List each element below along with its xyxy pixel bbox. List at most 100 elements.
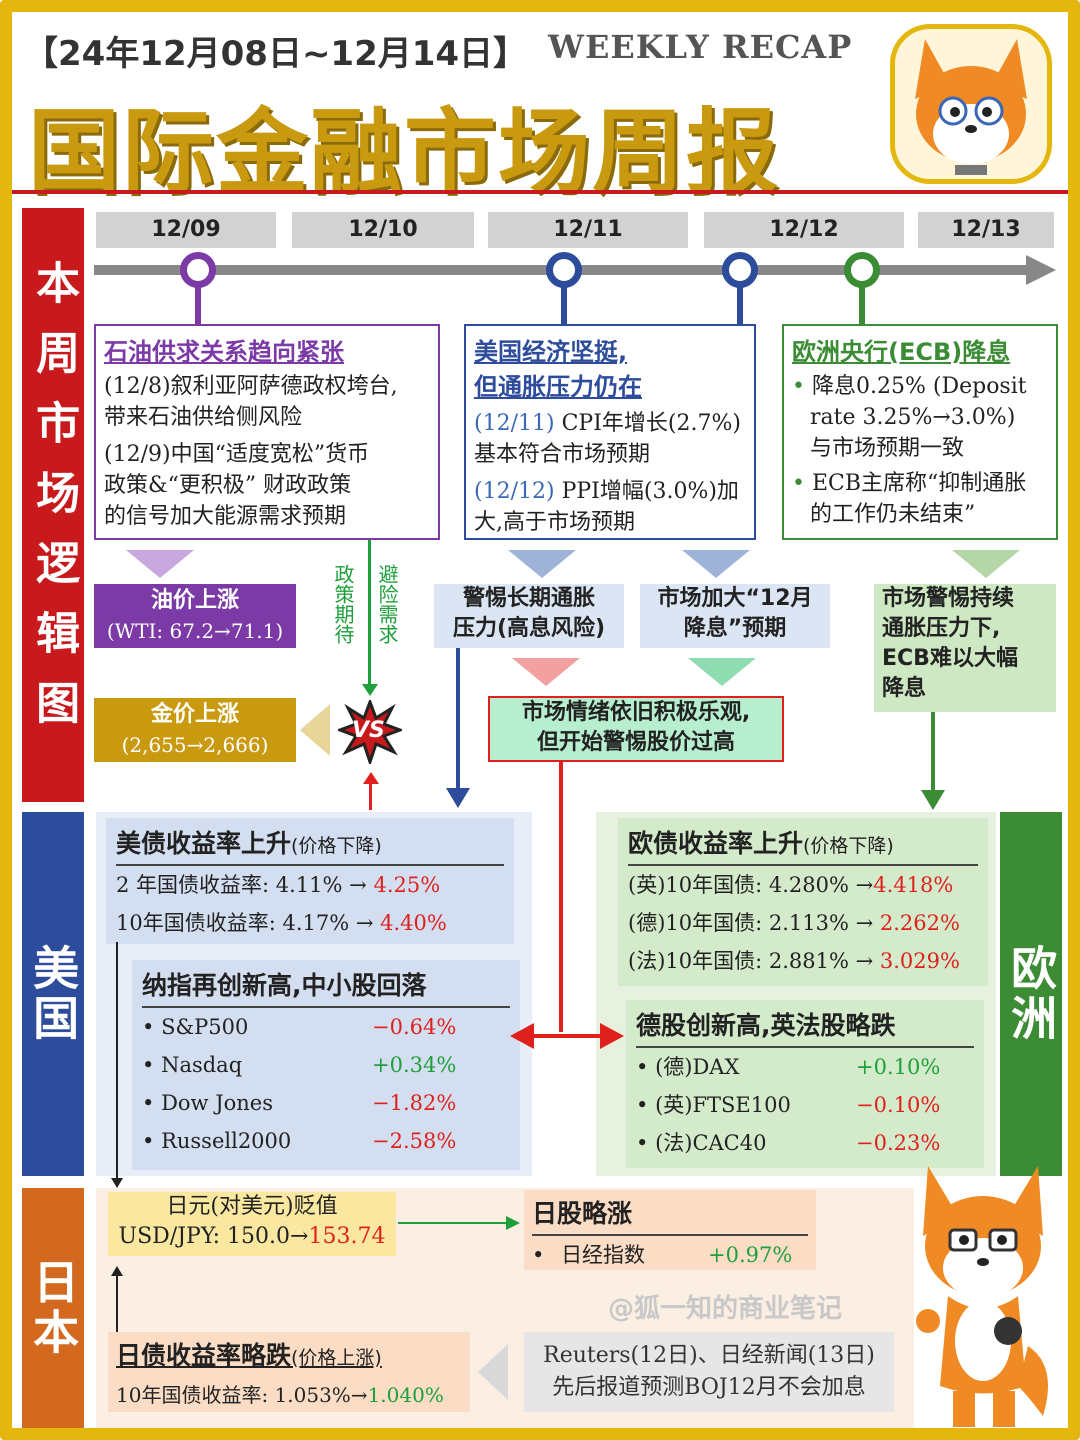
us-economy-title-2: 但通胀压力仍在: [474, 373, 642, 401]
market-mood-box: 市场情绪依旧积极乐观,但开始警惕股价过高: [488, 696, 784, 762]
side-label-logic: 本周市场逻辑图: [28, 260, 80, 750]
us-2y-label: 2 年国债收益率: 4.11% →: [116, 873, 374, 897]
inflation-warning: 警惕长期通胀压力(高息风险): [434, 584, 624, 648]
us-bond-row-10y: 10年国债收益率: 4.17% → 4.40%: [116, 904, 504, 942]
gold-price-value: (2,655→2,666): [121, 733, 269, 757]
rate-cut-expectation: 市场加大“12月降息”预期: [640, 584, 830, 648]
ecb-title: 欧洲央行(ECB)降息: [792, 338, 1011, 366]
us-stock-title: 纳指再创新高,中小股回落: [142, 966, 510, 1008]
red-line: [369, 782, 372, 810]
rate-cut-l1: 市场加大“12月: [657, 586, 813, 611]
oil-line-3: (12/9)中国“适度宽松”货币: [104, 442, 370, 467]
us-economy-title-1: 美国经济坚挺,: [474, 338, 628, 366]
jp-bond-subtitle: (价格上涨): [291, 1347, 382, 1369]
fox-icon: [915, 39, 1027, 175]
bullet-icon: •: [142, 1129, 162, 1153]
side-label-us: 美国: [26, 944, 81, 1044]
ecb-b1-l3: 与市场预期一致: [810, 436, 965, 461]
cac-value: −0.23%: [856, 1131, 941, 1155]
de-bond-row: (德)10年国债: 2.113% → 2.262%: [628, 904, 978, 942]
nasdaq-label: Nasdaq: [161, 1053, 243, 1077]
hedge-demand-label: 避险需求: [375, 564, 399, 644]
cac-label: (法)CAC40: [655, 1131, 767, 1155]
arrow-down-icon: [688, 658, 756, 686]
de-bond-value: 2.262%: [879, 911, 960, 935]
arrow-down-icon: [508, 550, 576, 578]
rate-cut-l2: 降息”预期: [683, 616, 787, 641]
cpi-date: (12/11): [474, 411, 555, 436]
reuters-line-1: Reuters(12日)、日经新闻(13日): [543, 1343, 875, 1368]
eu-bond-panel: 欧债收益率上升(价格下降) (英)10年国债: 4.280% →4.418% (…: [618, 818, 988, 986]
yen-rate-value: 153.74: [308, 1224, 386, 1249]
yen-depreciation-box: 日元(对美元)贬值 USD/JPY: 150.0→153.74: [108, 1192, 396, 1256]
fox-mascot-icon: [916, 1166, 1048, 1427]
vs-text: VS: [352, 718, 385, 743]
nikkei-row: • 日经指数 +0.97%: [532, 1236, 808, 1274]
timeline-node-1212: [722, 252, 758, 288]
jp-bond-row: 10年国债收益率: 1.053%→1.040%: [116, 1376, 462, 1414]
oil-price-up-title: 油价上涨: [150, 588, 239, 613]
oil-line-5: 的信号加大能源需求预期: [104, 504, 347, 529]
arrow-right-icon: [600, 1023, 624, 1049]
black-line: [116, 942, 118, 1186]
header-divider: [12, 190, 1068, 194]
timeline-node-1209: [180, 252, 216, 288]
dow-value: −1.82%: [372, 1091, 457, 1115]
eu-alert-box: 市场警惕持续通胀压力下,ECB难以大幅降息: [874, 584, 1056, 712]
arrow-up-icon: [111, 1266, 123, 1276]
bullet-icon: •: [142, 1053, 162, 1077]
us-10y-value: 4.40%: [380, 911, 447, 935]
nikkei-label: 日经指数: [561, 1243, 646, 1267]
date-range: 【24年12月08日~12月14日】: [24, 34, 528, 74]
us-economy-box: 美国经济坚挺, 但通胀压力仍在 (12/11) CPI年增长(2.7%) 基本符…: [464, 324, 756, 540]
ppi-line: (12/12) PPI增幅(3.0%)加: [474, 476, 746, 507]
nasdaq-value: +0.34%: [372, 1053, 457, 1077]
jp-10y-value: 1.040%: [367, 1383, 444, 1407]
ppi-date: (12/12): [474, 479, 555, 504]
arrow-down-icon: [682, 550, 750, 578]
ecb-b2-l1: • ECB主席称“抑制通胀: [792, 468, 1048, 499]
bullet-icon: •: [792, 374, 812, 399]
arrow-left-icon: [300, 704, 330, 756]
stem-1211: [561, 287, 567, 329]
bullet-icon: •: [792, 471, 812, 496]
bullet-icon: •: [636, 1131, 656, 1155]
reuters-report-box: Reuters(12日)、日经新闻(13日) 先后报道预测BOJ12月不会加息: [524, 1332, 894, 1412]
timeline-node-1213: [844, 252, 880, 288]
us-bond-panel: 美债收益率上升(价格下降) 2 年国债收益率: 4.11% → 4.25% 10…: [106, 818, 514, 944]
side-label-eu: 欧洲: [1004, 944, 1059, 1044]
double-arrow-line: [532, 1034, 602, 1038]
arrow-down-icon: [126, 550, 194, 578]
side-label-jp: 日本: [26, 1258, 81, 1358]
us-10y-label: 10年国债收益率: 4.17% →: [116, 911, 381, 935]
sp500-label: S&P500: [161, 1015, 249, 1039]
eu-stock-panel: 德股创新高,英法股略跌 • (德)DAX+0.10% • (英)FTSE100−…: [626, 1000, 984, 1168]
side-band-eu: 欧洲: [1000, 812, 1062, 1176]
weekly-recap-label: WEEKLY RECAP: [548, 28, 853, 66]
ftse-value: −0.10%: [856, 1093, 941, 1117]
russell-label: Russell2000: [161, 1129, 292, 1153]
vs-burst-icon: VS: [335, 697, 405, 767]
arrow-down-icon: [362, 684, 378, 696]
arrow-left-icon: [510, 1023, 534, 1049]
timeline-node-1211: [546, 252, 582, 288]
green-arrow-line: [398, 1222, 508, 1224]
date-1211: 12/11: [488, 212, 688, 248]
bullet-icon: •: [142, 1015, 162, 1039]
eu-alert-l3: ECB难以大幅: [882, 646, 1018, 671]
cpi-text: CPI年增长(2.7%): [554, 411, 741, 436]
ecb-b1-l1: • 降息0.25% (Deposit: [792, 371, 1048, 402]
watermark: @狐一知的商业笔记: [608, 1294, 843, 1324]
bullet-icon: •: [532, 1243, 552, 1267]
fr-bond-value: 3.029%: [879, 949, 960, 973]
us-2y-value: 4.25%: [373, 873, 441, 897]
date-1213: 12/13: [918, 212, 1054, 248]
reuters-line-2: 先后报道预测BOJ12月不会加息: [552, 1375, 866, 1400]
eu-alert-l4: 降息: [882, 676, 927, 701]
red-vertical-line: [559, 762, 563, 1032]
oil-event-box: 石油供求关系趋向紧张 (12/8)叙利亚阿萨德政权垮台, 带来石油供给侧风险 (…: [94, 324, 440, 540]
bullet-icon: •: [142, 1091, 162, 1115]
oil-price-value: (WTI: 67.2→71.1): [106, 619, 284, 643]
nikkei-value: +0.97%: [708, 1243, 793, 1267]
